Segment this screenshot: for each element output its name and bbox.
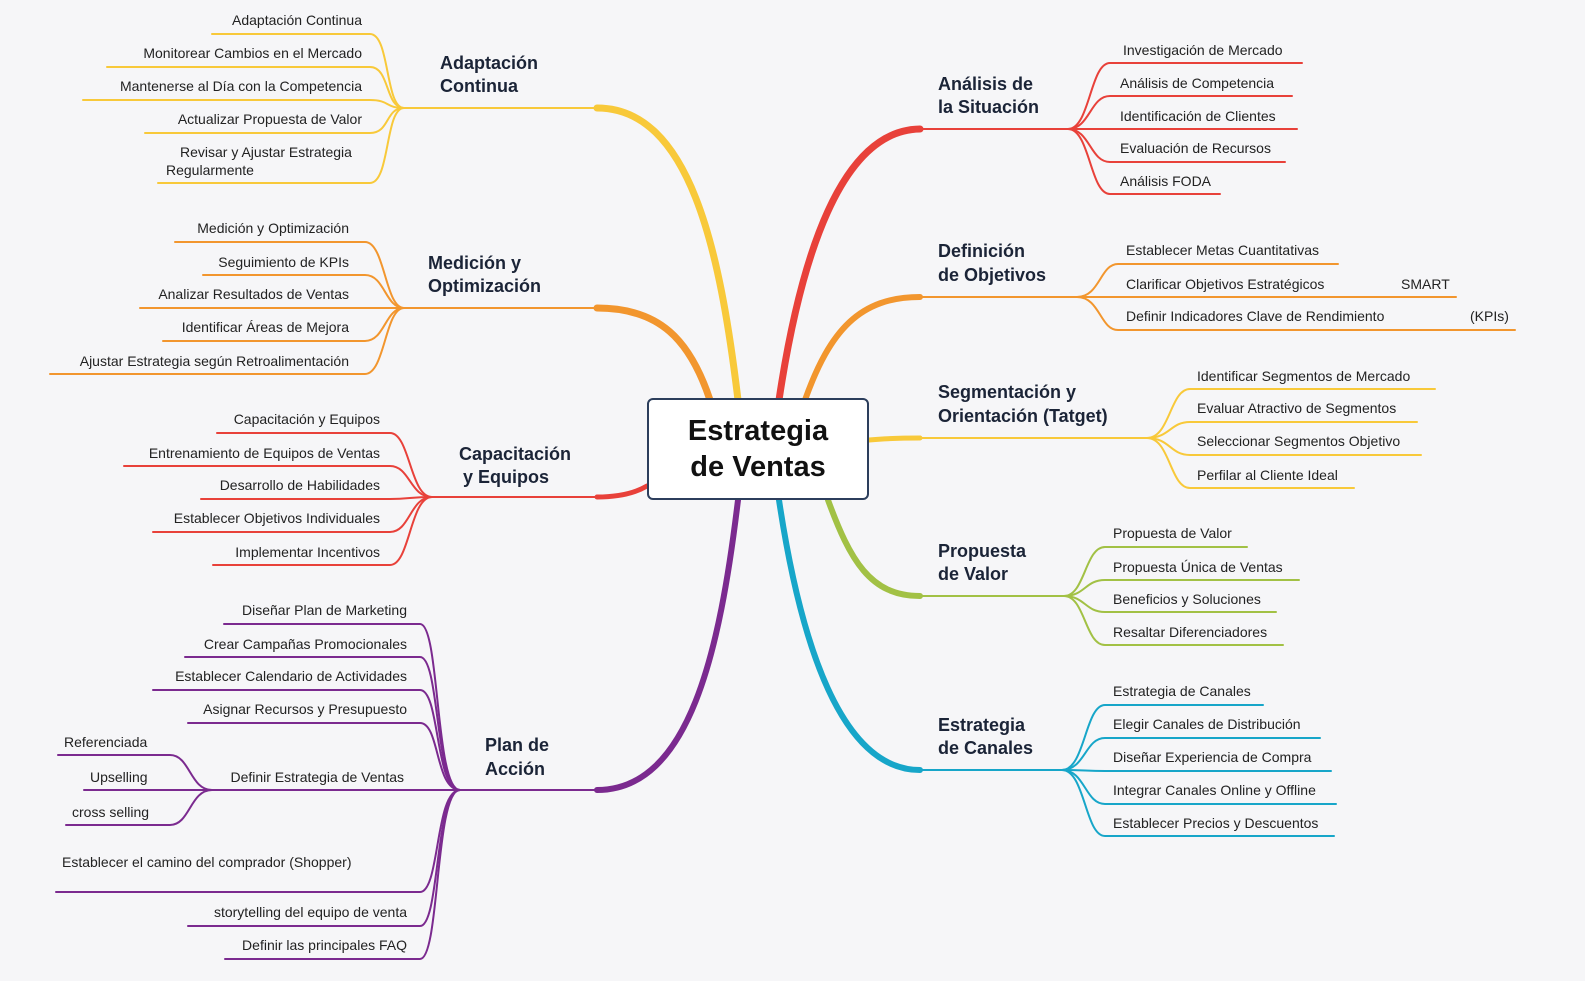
- title-propuesta-2: de Valor: [938, 564, 1008, 584]
- leaf-monitorear-cambios: Monitorear Cambios en el Mercado: [143, 45, 362, 61]
- branch-capacitacion: [594, 483, 650, 500]
- leaf-objetivos-individuales: Establecer Objetivos Individuales: [174, 510, 380, 526]
- branch-canales: [776, 497, 923, 773]
- leaf-seleccionar-segmentos: Seleccionar Segmentos Objetivo: [1197, 433, 1400, 449]
- leaf-regularmente: Regularmente: [166, 162, 254, 178]
- leaf-perfilar-cliente: Perfilar al Cliente Ideal: [1197, 467, 1338, 483]
- leaves-capacitacion: [123, 432, 433, 566]
- branch-objetivos: [802, 294, 923, 403]
- leaf-recursos-presupuesto: Asignar Recursos y Presupuesto: [203, 701, 407, 717]
- branch-medicion: [593, 304, 714, 404]
- central-topic[interactable]: Estrategia de Ventas: [647, 398, 869, 500]
- leaf-actualizar-propuesta: Actualizar Propuesta de Valor: [178, 111, 363, 127]
- branch-propuesta: [825, 497, 923, 599]
- leaf-camino-comprador: Establecer el camino del comprador (Shop…: [62, 854, 351, 870]
- leaf-integrar-canales: Integrar Canales Online y Offline: [1113, 782, 1316, 798]
- leaf-seguimiento-kpis: Seguimiento de KPIs: [218, 254, 349, 270]
- leaf-propuesta-valor: Propuesta de Valor: [1113, 525, 1232, 541]
- leaf-adaptacion-continua: Adaptación Continua: [232, 12, 362, 28]
- title-segmentacion-1: Segmentación y: [938, 382, 1076, 402]
- leaf-implementar-incentivos: Implementar Incentivos: [235, 544, 380, 560]
- leaves-adaptacion: [82, 33, 405, 184]
- title-analisis-2: la Situación: [938, 97, 1039, 117]
- branch-segmentacion: [866, 435, 923, 443]
- leaf-capacitacion-equipos: Capacitación y Equipos: [234, 411, 380, 427]
- branch-analisis: [775, 125, 924, 404]
- central-topic-line1: Estrategia: [687, 415, 829, 447]
- leaf-analizar-resultados: Analizar Resultados de Ventas: [158, 286, 349, 302]
- title-plan-2: Acción: [485, 759, 545, 779]
- leaf-identificacion-clientes: Identificación de Clientes: [1120, 108, 1276, 124]
- leaves-analisis: [1067, 62, 1303, 195]
- leaf-areas-mejora: Identificar Áreas de Mejora: [182, 319, 350, 335]
- title-adaptacion-1: Adaptación: [440, 53, 538, 73]
- title-plan-1: Plan de: [485, 735, 549, 755]
- leaf-kpis: (KPIs): [1470, 308, 1509, 324]
- leaf-upselling: Upselling: [90, 769, 148, 785]
- leaf-campanas-promocionales: Crear Campañas Promocionales: [204, 636, 407, 652]
- leaf-analisis-competencia: Análisis de Competencia: [1120, 75, 1274, 91]
- central-topic-line2: de Ventas: [690, 451, 826, 483]
- title-segmentacion-2: Orientación (Tatget): [938, 406, 1108, 426]
- title-capacitacion-1: Capacitación: [459, 444, 571, 464]
- leaf-estrategia-ventas: Definir Estrategia de Ventas: [230, 769, 404, 785]
- title-propuesta-1: Propuesta: [938, 541, 1027, 561]
- leaf-revisar-ajustar: Revisar y Ajustar Estrategia: [180, 144, 352, 160]
- leaves-canales: [1061, 704, 1337, 837]
- title-objetivos-1: Definición: [938, 241, 1025, 261]
- title-medicion-2: Optimización: [428, 276, 541, 296]
- leaves-objetivos: [1076, 263, 1516, 331]
- title-canales-1: Estrategia: [938, 715, 1026, 735]
- leaf-plan-marketing: Diseñar Plan de Marketing: [242, 602, 407, 618]
- leaf-evaluacion-recursos: Evaluación de Recursos: [1120, 140, 1271, 156]
- leaf-experiencia-compra: Diseñar Experiencia de Compra: [1113, 749, 1312, 765]
- leaf-indicadores-clave: Definir Indicadores Clave de Rendimiento: [1126, 308, 1385, 324]
- leaf-metas-cuantitativas: Establecer Metas Cuantitativas: [1126, 242, 1319, 258]
- leaf-smart: SMART: [1401, 276, 1450, 292]
- leaf-precios-descuentos: Establecer Precios y Descuentos: [1113, 815, 1318, 831]
- branch-adaptacion: [593, 104, 742, 404]
- title-objetivos-2: de Objetivos: [938, 265, 1046, 285]
- leaves-propuesta: [1063, 546, 1300, 646]
- leaf-entrenamiento-equipos: Entrenamiento de Equipos de Ventas: [149, 445, 380, 461]
- leaf-beneficios-soluciones: Beneficios y Soluciones: [1113, 591, 1261, 607]
- leaf-referenciada: Referenciada: [64, 734, 147, 750]
- leaf-evaluar-atractivo: Evaluar Atractivo de Segmentos: [1197, 400, 1396, 416]
- leaf-calendario-actividades: Establecer Calendario de Actividades: [175, 668, 407, 684]
- leaf-identificar-segmentos: Identificar Segmentos de Mercado: [1197, 368, 1410, 384]
- leaf-elegir-canales: Elegir Canales de Distribución: [1113, 716, 1301, 732]
- leaf-objetivos-estrategicos: Clarificar Objetivos Estratégicos: [1126, 276, 1324, 292]
- leaf-propuesta-unica: Propuesta Única de Ventas: [1113, 559, 1283, 575]
- leaf-ajustar-estrategia: Ajustar Estrategia según Retroalimentaci…: [80, 353, 349, 369]
- branch-plan: [594, 497, 741, 793]
- leaf-faq: Definir las principales FAQ: [242, 937, 407, 953]
- leaf-investigacion-mercado: Investigación de Mercado: [1123, 42, 1283, 58]
- leaves-plan: [55, 623, 461, 960]
- title-analisis-1: Análisis de: [938, 74, 1033, 94]
- title-medicion-1: Medición y: [428, 253, 521, 273]
- leaf-estrategia-canales: Estrategia de Canales: [1113, 683, 1251, 699]
- leaves-segmentacion: [1146, 388, 1436, 489]
- leaf-mantenerse-competencia: Mantenerse al Día con la Competencia: [120, 78, 362, 94]
- title-adaptacion-2: Continua: [440, 76, 519, 96]
- leaves-medicion: [49, 241, 405, 375]
- leaf-medicion-optimizacion: Medición y Optimización: [197, 220, 349, 236]
- leaf-resaltar-diferenciadores: Resaltar Diferenciadores: [1113, 624, 1267, 640]
- leaf-storytelling: storytelling del equipo de venta: [214, 904, 407, 920]
- leaf-cross-selling: cross selling: [72, 804, 149, 820]
- title-capacitacion-2: y Equipos: [463, 467, 549, 487]
- title-canales-2: de Canales: [938, 738, 1033, 758]
- leaf-desarrollo-habilidades: Desarrollo de Habilidades: [220, 477, 380, 493]
- leaf-analisis-foda: Análisis FODA: [1120, 173, 1212, 189]
